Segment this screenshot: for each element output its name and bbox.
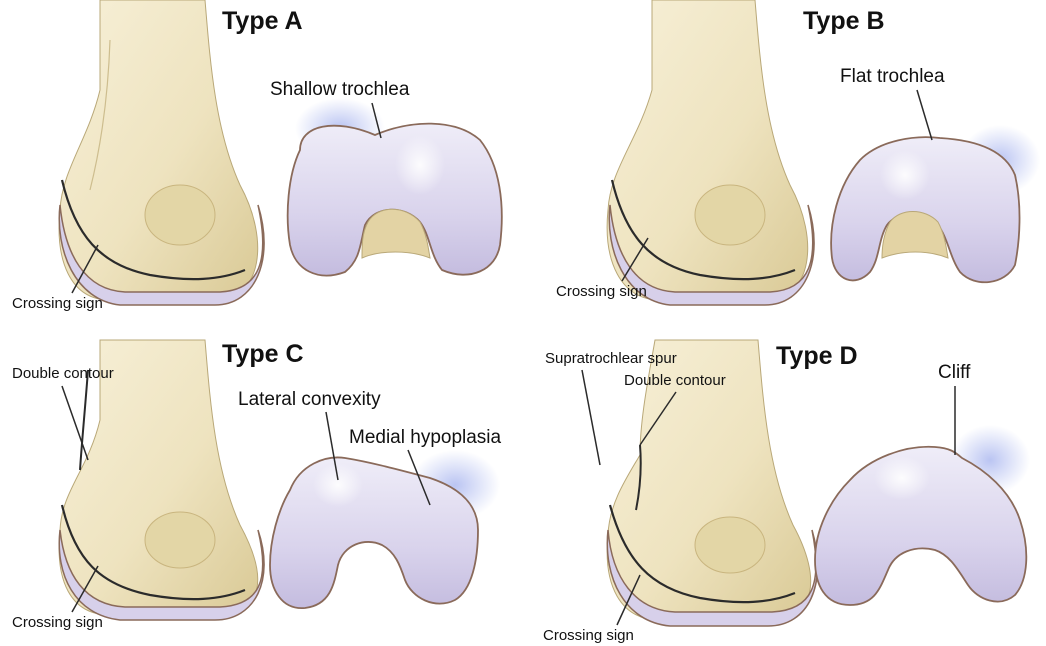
- label-cliff: Cliff: [938, 362, 971, 383]
- femur-axial-view-c: [270, 450, 500, 608]
- panel-type-c: Type C Double contour Lateral convexity …: [12, 340, 502, 631]
- panel-type-b: Type B Flat trochlea Crossing sign: [556, 0, 1040, 305]
- label-crossing-sign: Crossing sign: [556, 283, 647, 300]
- femur-axial-view-b: [831, 125, 1040, 282]
- label-crossing-sign: Crossing sign: [12, 295, 103, 312]
- label-crossing-sign: Crossing sign: [543, 627, 634, 644]
- femur-lateral-view-c: [59, 340, 264, 620]
- type-title: Type C: [222, 340, 304, 368]
- label-double-contour: Double contour: [12, 365, 114, 382]
- label-crossing-sign: Crossing sign: [12, 614, 103, 631]
- pointer-line: [917, 90, 932, 140]
- type-title: Type A: [222, 7, 303, 35]
- type-title: Type B: [803, 7, 885, 35]
- label-medial-hypoplasia: Medial hypoplasia: [349, 427, 502, 448]
- femur-axial-view-d: [815, 425, 1030, 605]
- label-flat-trochlea: Flat trochlea: [840, 66, 945, 87]
- femur-lateral-view-b: [607, 0, 814, 305]
- label-shallow-trochlea: Shallow trochlea: [270, 79, 410, 100]
- panel-type-a: Type A Shallow trochlea Crossing sign: [12, 0, 502, 312]
- label-supratrochlear-spur: Supratrochlear spur: [545, 350, 677, 367]
- type-title: Type D: [776, 342, 858, 370]
- pointer-line: [582, 370, 600, 465]
- femur-axial-view-a: [288, 98, 502, 276]
- label-double-contour: Double contour: [624, 372, 726, 389]
- panel-type-d: Type D Supratrochlear spur Double contou…: [543, 340, 1030, 644]
- label-lateral-convexity: Lateral convexity: [238, 389, 381, 410]
